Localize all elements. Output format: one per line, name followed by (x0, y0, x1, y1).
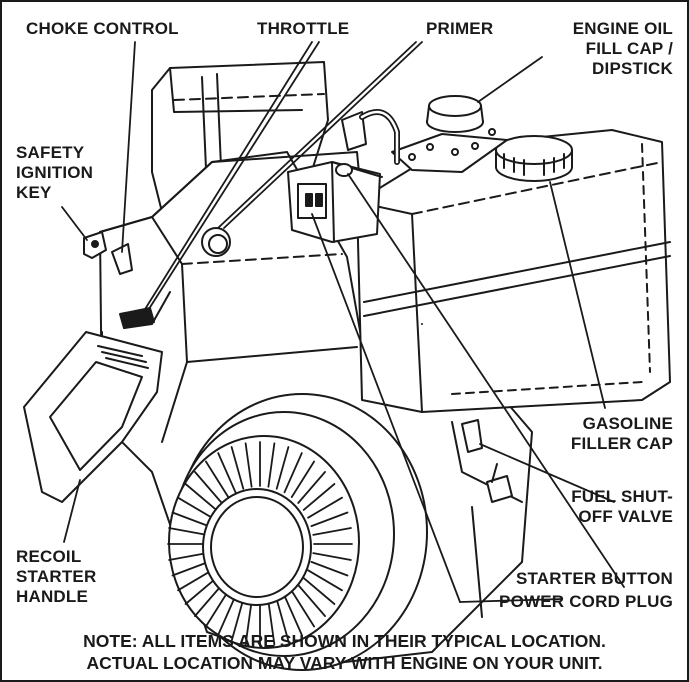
flywheel-fin (267, 442, 276, 488)
note-line-2: ACTUAL LOCATION MAY VARY WITH ENGINE ON … (86, 653, 603, 673)
flywheel-fin (267, 600, 276, 646)
flywheel-fin (307, 496, 343, 519)
recoil-starter-handle-label: RECOIL STARTER HANDLE (16, 547, 97, 606)
gasoline-filler-cap-label: GASOLINE FILLER CAP (570, 414, 673, 453)
flywheel-fin (283, 452, 303, 494)
starter-button-label: STARTER BUTTON (515, 569, 673, 588)
flywheel-fin (204, 460, 230, 499)
primer-bulb (201, 227, 231, 257)
electric-starter-box (287, 161, 383, 243)
flywheel-fin (230, 446, 245, 490)
flywheel-fin (312, 527, 352, 536)
flywheel-fin (244, 442, 253, 488)
flywheel-fin (217, 594, 237, 636)
primer-label: PRIMER (426, 19, 494, 38)
leader-lines (61, 41, 625, 603)
throttle-label: THROTTLE (257, 19, 350, 38)
flywheel-fin (168, 552, 208, 561)
flywheel-fin (184, 483, 218, 511)
gas-filler-cap (495, 135, 573, 182)
flywheel-fin (275, 598, 290, 642)
flywheel-fin (283, 594, 303, 636)
flywheel-fin (297, 584, 327, 617)
power-cord-plug-label: POWER CORD PLUG (499, 592, 673, 611)
flywheel-screen (167, 393, 428, 671)
flywheel-fin (244, 600, 253, 646)
flywheel-fin (171, 561, 210, 577)
flywheel-fin (290, 590, 316, 628)
flywheel-fin (171, 511, 210, 527)
flywheel-fin (312, 552, 352, 561)
flywheel-fin (310, 561, 349, 577)
flywheel-fin (302, 483, 336, 511)
flywheel-fin (307, 569, 343, 592)
flywheel-fin (168, 527, 208, 536)
flywheel-fin (177, 496, 213, 519)
flywheel-fin (302, 577, 336, 605)
flywheel-fin (290, 460, 316, 499)
flywheel-fin (193, 584, 223, 617)
choke-control-label: CHOKE CONTROL (26, 19, 179, 38)
safety-ignition-key-label: SAFETY IGNITION KEY (16, 143, 94, 202)
recoil-handle (23, 331, 163, 503)
primer-line (341, 109, 400, 165)
flywheel-fin (177, 569, 213, 592)
oil-fill-cap (391, 95, 508, 173)
throttle-lever (119, 291, 171, 329)
flywheel-fin (297, 470, 327, 504)
engine-oil-fill-cap-label: ENGINE OIL FILL CAP / DIPSTICK (572, 19, 673, 78)
note-line-1: NOTE: ALL ITEMS ARE SHOWN IN THEIR TYPIC… (83, 631, 606, 651)
flywheel-fin (310, 511, 349, 527)
flywheel-fin (230, 598, 245, 642)
flywheel-fin (217, 452, 237, 494)
flywheel-fin (204, 590, 230, 628)
fuel-shutoff-valve-label: FUEL SHUT- OFF VALVE (571, 487, 673, 526)
flywheel-fin (193, 470, 223, 504)
fuel-valve (461, 419, 513, 503)
flywheel-fin (275, 446, 290, 490)
safety-key (83, 231, 107, 259)
flywheel-fin (184, 577, 218, 605)
